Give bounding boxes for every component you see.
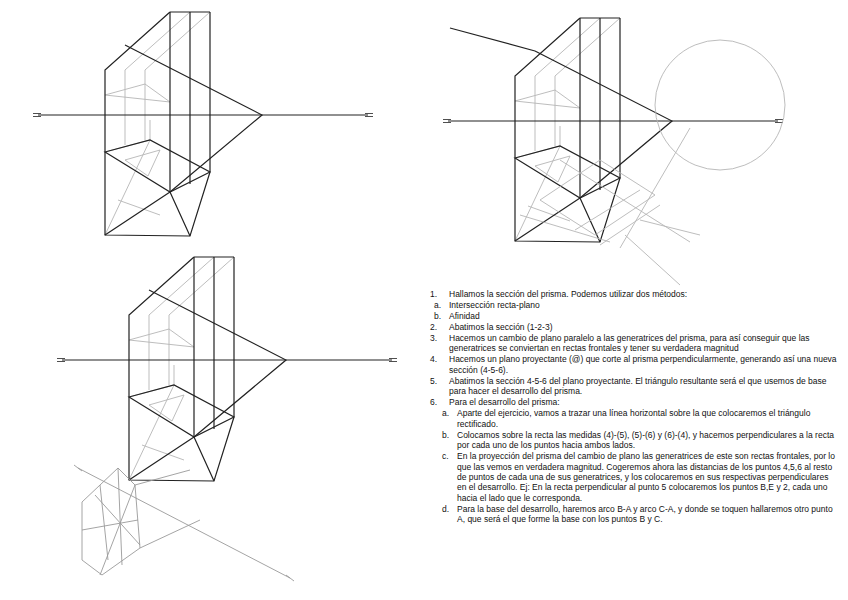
step-number: c. [442,451,449,461]
step-text: Para el desarrollo del prisma: [449,397,838,407]
step-text: Intersección recta-plano [449,300,838,310]
step-text: Aparte del ejercicio, vamos a trazar una… [457,408,838,429]
step-text: Colocamos sobre la recta las medidas (4)… [457,430,838,451]
step-text: Afinidad [449,311,838,321]
step-text: Hallamos la sección del prisma. Podemos … [449,289,838,299]
step-number: 1. [430,289,437,299]
step-number: 2. [430,322,437,332]
step-text: Abatimos la sección (1-2-3) [449,322,838,332]
step-number: 3. [430,333,437,343]
step-text: Hacemos un cambio de plano paralelo a la… [449,333,838,354]
step-text: En la proyección del prisma del cambio d… [457,451,838,503]
step-number: d. [442,504,449,514]
step-text: Abatimos la sección 4-5-6 del plano proy… [449,376,838,397]
step-number: b. [434,311,441,321]
step-number: 4. [430,354,437,364]
step-number: 6. [430,397,437,407]
step-number: 5. [430,376,437,386]
step-number: a. [434,300,441,310]
step-text: Hacemos un plano proyectante (@) que cor… [449,354,838,375]
step-number: b. [442,430,449,440]
step-number: a. [442,408,449,418]
step-text: Para la base del desarrollo, haremos arc… [457,504,838,525]
